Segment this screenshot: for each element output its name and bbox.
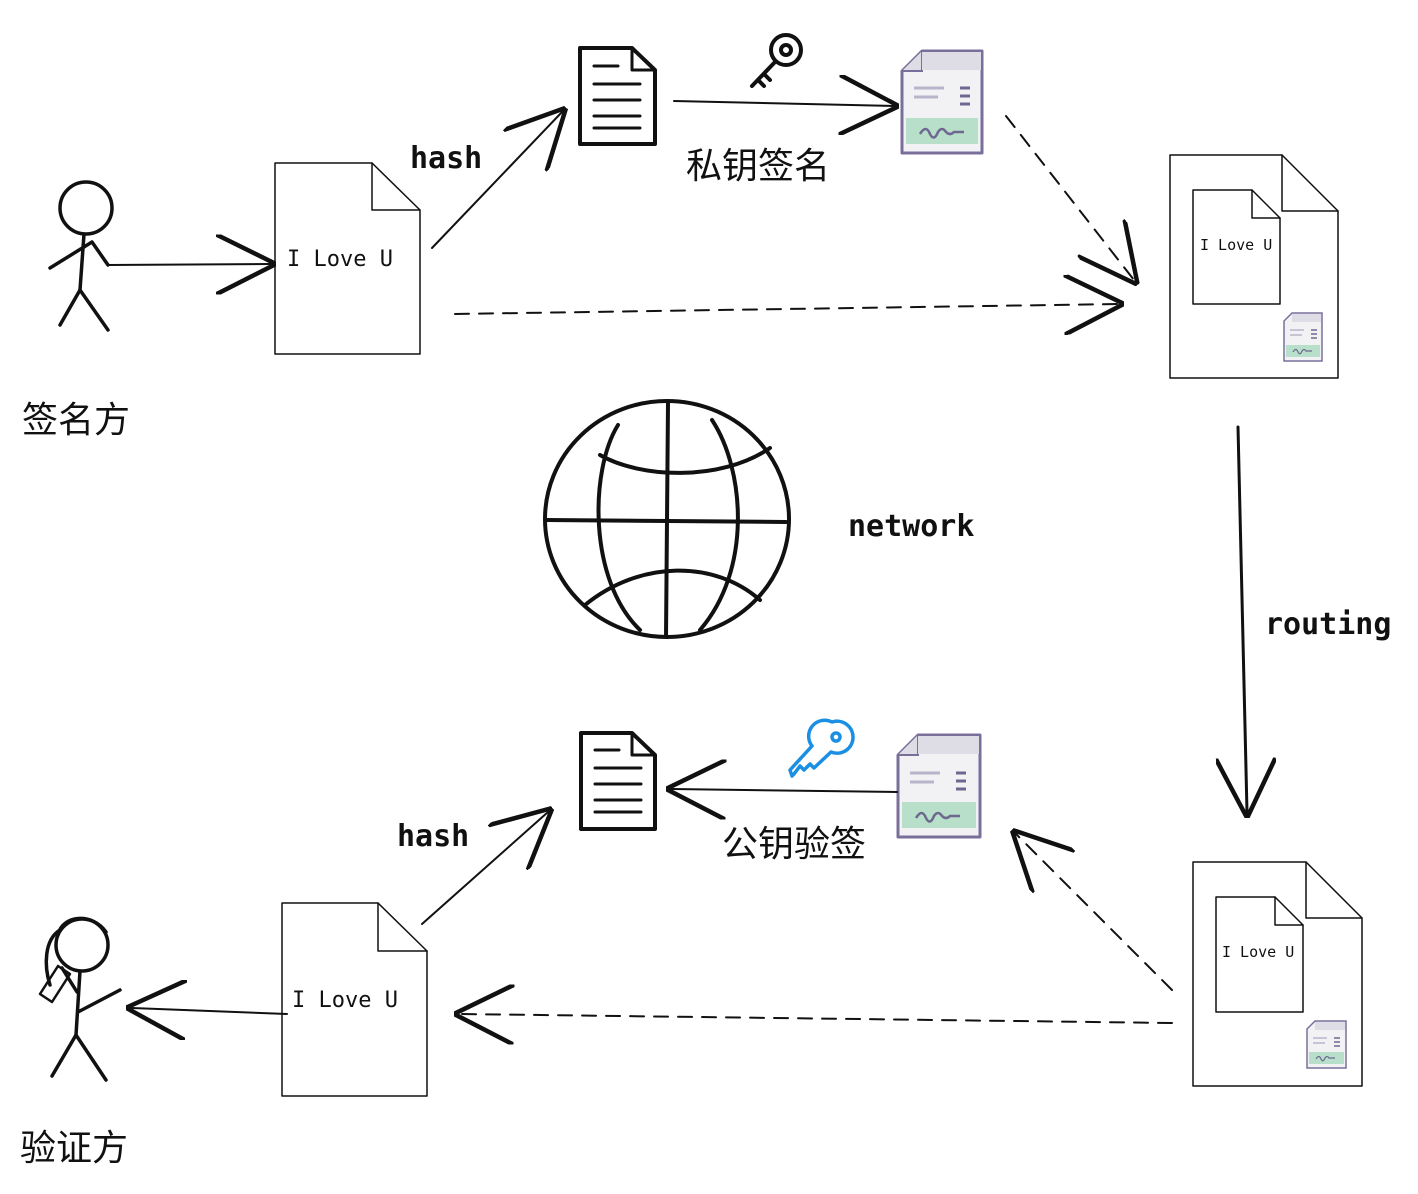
signer-document-text: I Love U bbox=[287, 247, 393, 272]
private-key-icon bbox=[750, 33, 803, 88]
signed-package-icon-bottom bbox=[1192, 861, 1363, 1087]
signed-package-icon-top bbox=[1169, 154, 1339, 379]
hash-digest-icon-top bbox=[578, 46, 657, 146]
network-label: network bbox=[848, 509, 974, 544]
hash-label-bottom: hash bbox=[397, 819, 469, 854]
verifier-document-icon bbox=[281, 902, 428, 1097]
globe-icon bbox=[543, 399, 791, 639]
package-bottom-text: I Love U bbox=[1222, 943, 1294, 961]
package-top-text: I Love U bbox=[1200, 236, 1272, 254]
signature-to-package-arrow bbox=[1005, 115, 1134, 280]
routing-label: routing bbox=[1265, 607, 1391, 642]
verifier-document-text: I Love U bbox=[292, 988, 398, 1013]
signature-card-icon-top bbox=[900, 49, 984, 155]
public-key-verify-label: 公钥验签 bbox=[722, 824, 866, 865]
private-key-sign-label: 私钥签名 bbox=[686, 146, 830, 187]
signer-label: 签名方 bbox=[22, 400, 130, 441]
signature-card-icon-bottom bbox=[896, 733, 982, 839]
hash-arrow-top bbox=[431, 112, 562, 249]
routing-arrow bbox=[1238, 425, 1247, 812]
package-to-signature-arrow bbox=[1016, 834, 1173, 991]
doc-to-verifier-arrow bbox=[132, 1008, 288, 1014]
package-to-doc-arrow bbox=[460, 1014, 1173, 1023]
signer-to-doc-arrow bbox=[107, 264, 270, 265]
public-key-icon bbox=[788, 718, 855, 778]
hash-digest-icon-bottom bbox=[579, 731, 657, 831]
signer-document-icon bbox=[274, 162, 421, 355]
verifier-figure-icon bbox=[38, 916, 122, 1082]
hash-arrow-bottom bbox=[421, 812, 548, 925]
digest-to-signature-arrow bbox=[673, 101, 893, 106]
signer-figure-icon bbox=[48, 180, 114, 332]
doc-to-package-arrow bbox=[454, 304, 1118, 314]
verifier-label: 验证方 bbox=[20, 1128, 128, 1169]
signature-to-digest-arrow bbox=[672, 789, 898, 792]
hash-label-top: hash bbox=[410, 141, 482, 176]
